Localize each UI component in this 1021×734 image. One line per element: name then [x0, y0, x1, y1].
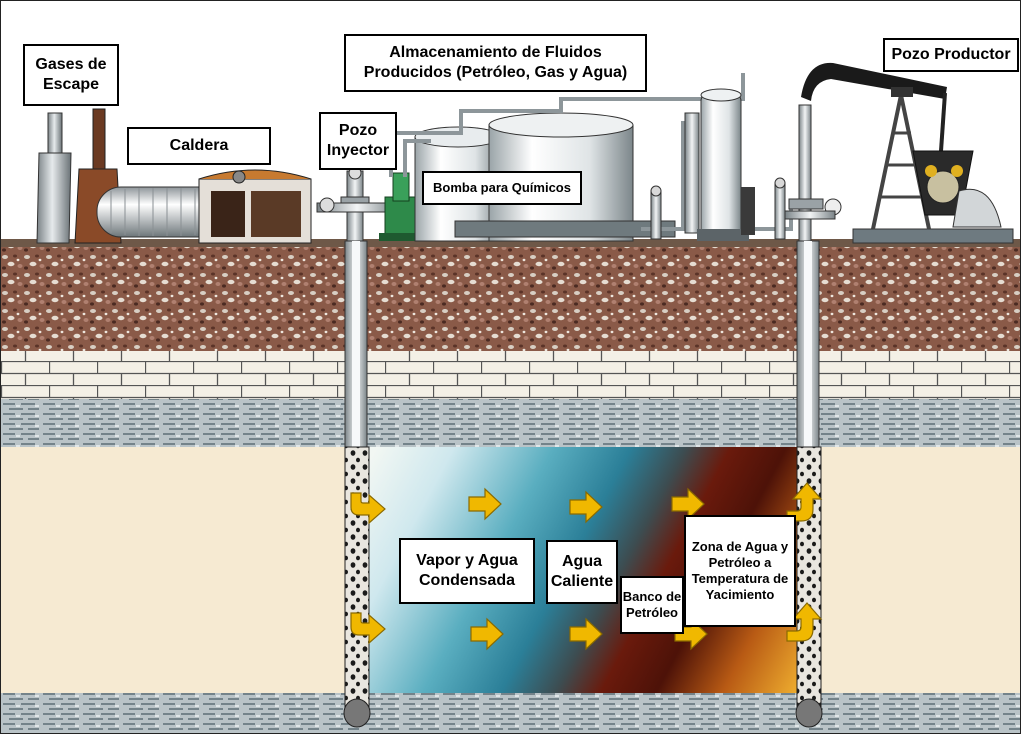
- producer-wellhead: [784, 104, 842, 244]
- producer-well-bore: [795, 240, 823, 728]
- separator-towers: [684, 88, 755, 241]
- surface-valves: [650, 177, 786, 240]
- shale-layer-upper: [1, 399, 1020, 449]
- boiler: [96, 169, 312, 244]
- shale-layer-lower: [1, 693, 1020, 733]
- injector-well-bore: [343, 240, 371, 728]
- label-bomba-quimicos: Bomba para Químicos: [422, 171, 582, 205]
- limestone-layer: [1, 351, 1020, 401]
- label-pozo-productor: Pozo Productor: [883, 38, 1019, 72]
- injector-wellhead: [316, 166, 398, 244]
- pump-jack: [801, 62, 1014, 244]
- ground-surface: [1, 239, 1020, 247]
- soil-layer: [1, 245, 1020, 351]
- label-caldera: Caldera: [127, 127, 271, 165]
